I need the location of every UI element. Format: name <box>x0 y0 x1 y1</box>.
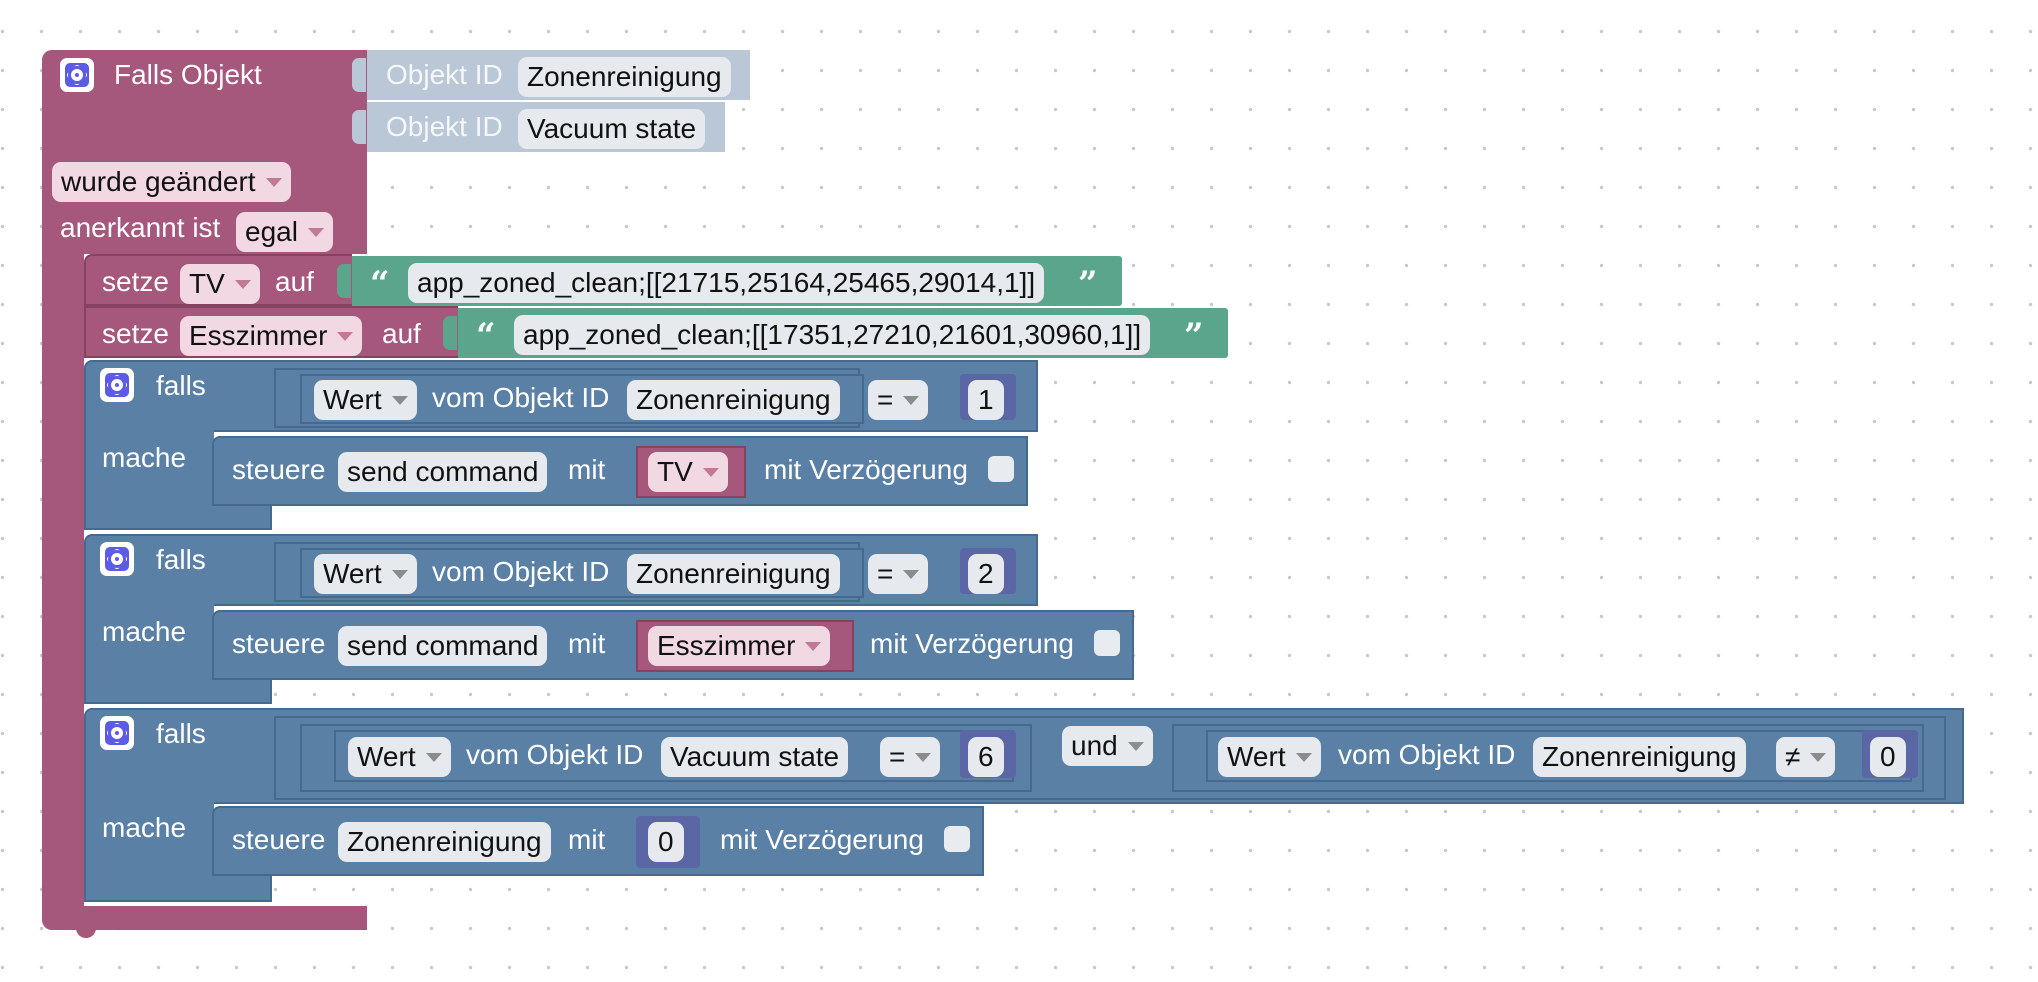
action-block-3[interactable] <box>212 806 984 876</box>
action-with-1: mit <box>568 454 606 485</box>
trigger-block-footer <box>42 906 367 930</box>
quote-close-icon: ” <box>1184 316 1204 356</box>
action-value-3[interactable]: 0 <box>648 822 684 862</box>
text-value-tv[interactable]: app_zoned_clean;[[21715,25164,25465,2901… <box>408 263 1045 303</box>
delay-label-2: mit Verzögerung <box>870 628 1074 659</box>
op-dropdown-2[interactable]: = <box>868 554 929 594</box>
gear-icon[interactable] <box>100 716 134 750</box>
logic-dropdown[interactable]: und <box>1062 726 1153 766</box>
ack-label: anerkannt ist <box>60 212 221 243</box>
from-label-2: vom Objekt ID <box>432 556 610 587</box>
from-label-3a: vom Objekt ID <box>466 739 644 770</box>
object-id-label-1: Objekt ID <box>386 59 503 90</box>
action-verb-2: steuere <box>232 628 326 659</box>
do-label-3: mache <box>102 812 187 843</box>
gear-icon[interactable] <box>60 58 94 92</box>
action-target-2[interactable]: send command <box>338 626 548 666</box>
action-target-1[interactable]: send command <box>338 452 548 492</box>
if-block-3-spine <box>84 802 214 878</box>
prop-dropdown-2[interactable]: Wert <box>314 554 417 594</box>
from-label-1: vom Objekt ID <box>432 382 610 413</box>
obj-field-3b[interactable]: Zonenreinigung <box>1533 737 1746 777</box>
object-id-field-1[interactable]: Zonenreinigung <box>518 57 731 97</box>
gear-icon[interactable] <box>100 542 134 576</box>
object-id-connector-2 <box>352 110 366 144</box>
if-label-3: falls <box>156 718 206 749</box>
delay-checkbox-2[interactable] <box>1094 630 1120 656</box>
trigger-title: Falls Objekt <box>114 59 262 90</box>
action-verb-1: steuere <box>232 454 326 485</box>
ack-dropdown[interactable]: egal <box>236 212 333 252</box>
set-verb: setze <box>102 266 169 297</box>
op-dropdown-3b[interactable]: ≠ <box>1776 737 1836 777</box>
trigger-block[interactable] <box>42 50 367 106</box>
obj-field-1[interactable]: Zonenreinigung <box>627 380 840 420</box>
text-value-esszimmer[interactable]: app_zoned_clean;[[17351,27210,21601,3096… <box>514 315 1151 355</box>
set-verb-2: setze <box>102 318 169 349</box>
object-id-label-2: Objekt ID <box>386 111 503 142</box>
trigger-block-bottom-notch <box>76 928 96 938</box>
if-label-2: falls <box>156 544 206 575</box>
set-to-label-2: auf <box>382 318 421 349</box>
delay-label-3: mit Verzögerung <box>720 824 924 855</box>
do-label-2: mache <box>102 616 187 647</box>
if-block-1-spine <box>84 430 214 508</box>
num-field-3b[interactable]: 0 <box>1870 737 1906 777</box>
condition-dropdown[interactable]: wurde geändert <box>52 162 291 202</box>
if-block-1-footer <box>84 506 272 530</box>
op-dropdown-1[interactable]: = <box>868 380 929 420</box>
set-var-dropdown-tv[interactable]: TV <box>180 264 260 304</box>
set-var-dropdown-esszimmer[interactable]: Esszimmer <box>180 316 363 356</box>
object-id-connector-1 <box>352 58 366 92</box>
action-verb-3: steuere <box>232 824 326 855</box>
do-label-1: mache <box>102 442 187 473</box>
num-field-3a[interactable]: 6 <box>968 737 1004 777</box>
object-id-field-2[interactable]: Vacuum state <box>518 109 706 149</box>
prop-dropdown-3a[interactable]: Wert <box>348 737 451 777</box>
delay-checkbox-1[interactable] <box>988 456 1014 482</box>
num-field-1[interactable]: 1 <box>968 380 1004 420</box>
set-to-label: auf <box>275 266 314 297</box>
text-connector-tv <box>337 264 351 298</box>
action-with-2: mit <box>568 628 606 659</box>
quote-open-icon: “ <box>370 264 390 304</box>
if-label-1: falls <box>156 370 206 401</box>
if-block-2-spine <box>84 604 214 682</box>
quote-open-icon: “ <box>476 316 496 356</box>
from-label-3b: vom Objekt ID <box>1338 739 1516 770</box>
delay-checkbox-3[interactable] <box>944 826 970 852</box>
action-value-dropdown-2[interactable]: Esszimmer <box>648 626 831 666</box>
text-connector-esszimmer <box>443 316 457 350</box>
obj-field-2[interactable]: Zonenreinigung <box>627 554 840 594</box>
prop-dropdown-3b[interactable]: Wert <box>1218 737 1321 777</box>
delay-label-1: mit Verzögerung <box>764 454 968 485</box>
num-field-2[interactable]: 2 <box>968 554 1004 594</box>
action-value-dropdown-1[interactable]: TV <box>648 452 728 492</box>
if-block-2-footer <box>84 680 272 704</box>
gear-icon[interactable] <box>100 368 134 402</box>
action-with-3: mit <box>568 824 606 855</box>
op-dropdown-3a[interactable]: = <box>880 737 941 777</box>
trigger-block-spine <box>42 250 84 910</box>
action-target-3[interactable]: Zonenreinigung <box>338 822 551 862</box>
if-block-3-footer <box>84 876 272 902</box>
obj-field-3a[interactable]: Vacuum state <box>661 737 849 777</box>
quote-close-icon: ” <box>1078 264 1098 304</box>
prop-dropdown-1[interactable]: Wert <box>314 380 417 420</box>
